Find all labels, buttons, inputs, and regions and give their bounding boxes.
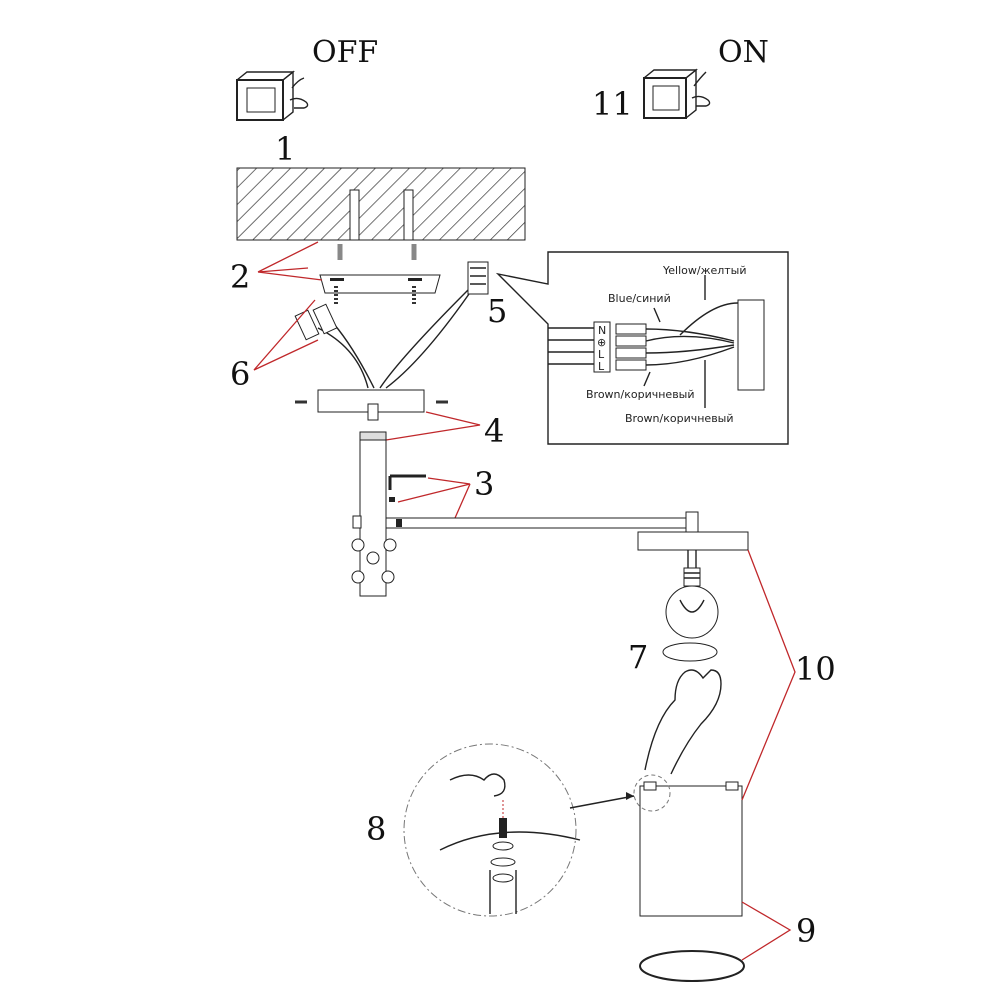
leader-9 — [741, 901, 792, 961]
hex-key-and-screws — [388, 474, 426, 502]
shade-bottom-disc — [639, 950, 745, 982]
leader-2 — [257, 241, 323, 281]
lamp-shade — [633, 774, 743, 917]
switch-on-icon — [643, 68, 711, 119]
step-7-label: 7 — [628, 638, 648, 676]
step-6-label: 6 — [230, 355, 250, 393]
wire-blue-label: Blue/синий — [608, 292, 671, 305]
leader-6 — [253, 299, 319, 371]
off-label: OFF — [312, 35, 378, 70]
mounting-bracket — [319, 244, 441, 306]
detail-circle — [403, 743, 635, 917]
switch-off-icon — [236, 70, 309, 121]
leader-3 — [397, 477, 471, 519]
terminal-n: N — [598, 324, 606, 337]
leader-4 — [385, 411, 481, 441]
wire-yellow-label: Yellow/желтый — [662, 264, 747, 277]
drill-hole — [349, 189, 360, 241]
wiring-inset — [495, 251, 789, 445]
lamp-column — [351, 431, 397, 597]
lamp-arm — [385, 511, 749, 587]
drill-hole — [403, 189, 414, 241]
leader-10 — [741, 549, 796, 801]
supply-wires — [294, 261, 489, 389]
terminal-l2: L — [598, 360, 605, 373]
step-8-label: 8 — [366, 810, 386, 848]
step-4-label: 4 — [484, 412, 504, 450]
step-9-label: 9 — [796, 912, 816, 950]
wire-brown-label-1: Brown/коричневый — [586, 388, 695, 401]
terminal-l1: L — [598, 348, 605, 361]
step-2-label: 2 — [230, 258, 250, 296]
on-label: ON — [718, 35, 769, 70]
ceiling — [236, 167, 526, 241]
canopy — [295, 389, 448, 421]
step-5-label: 5 — [487, 292, 507, 330]
light-bulb — [662, 585, 719, 662]
terminal-ground: ⊕ — [597, 336, 606, 349]
step-3-label: 3 — [474, 465, 494, 503]
hand-illustration — [644, 669, 722, 775]
step-10-label: 10 — [795, 650, 836, 688]
step-11-label: 11 — [592, 85, 633, 123]
step-1-label: 1 — [275, 130, 295, 168]
wire-brown-label-2: Brown/коричневый — [625, 412, 734, 425]
